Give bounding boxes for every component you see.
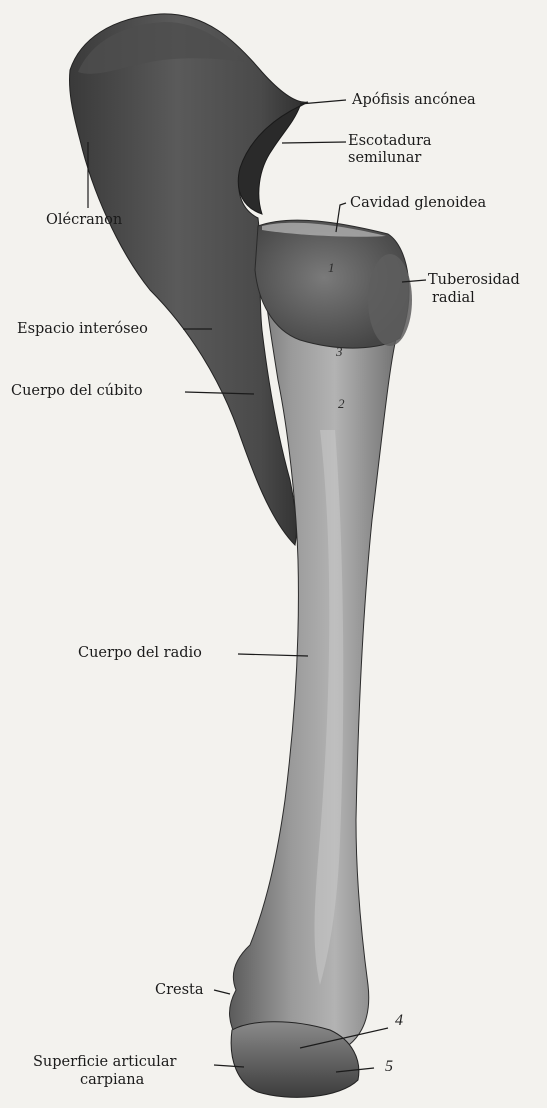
leader-cresta (214, 990, 230, 994)
label-tuberosidad: Tuberosidad (428, 272, 520, 289)
number-4: 4 (395, 1012, 403, 1030)
label-espacio-interoseo: Espacio interóseo (17, 321, 148, 338)
label-apofisis-anconea: Apófisis ancónea (352, 92, 476, 109)
label-escotadura: Escotadura (348, 133, 432, 150)
number-3: 3 (336, 344, 343, 360)
number-5: 5 (385, 1058, 393, 1076)
label-cuerpo-radio: Cuerpo del radio (78, 645, 202, 662)
label-olecranon: Olécranon (46, 212, 122, 229)
label-superficie-articular: Superficie articular (33, 1054, 176, 1071)
label-cresta: Cresta (155, 982, 204, 999)
label-radial: radial (432, 290, 475, 307)
number-2: 2 (338, 396, 345, 412)
label-carpiana: carpiana (80, 1072, 144, 1089)
label-cuerpo-cubito: Cuerpo del cúbito (11, 383, 143, 400)
label-cavidad-glenoidea: Cavidad glenoidea (350, 195, 486, 212)
leader-escotadura (282, 142, 346, 143)
radial-tuberosity (368, 254, 412, 346)
number-1: 1 (328, 260, 335, 276)
label-semilunar: semilunar (348, 150, 421, 167)
